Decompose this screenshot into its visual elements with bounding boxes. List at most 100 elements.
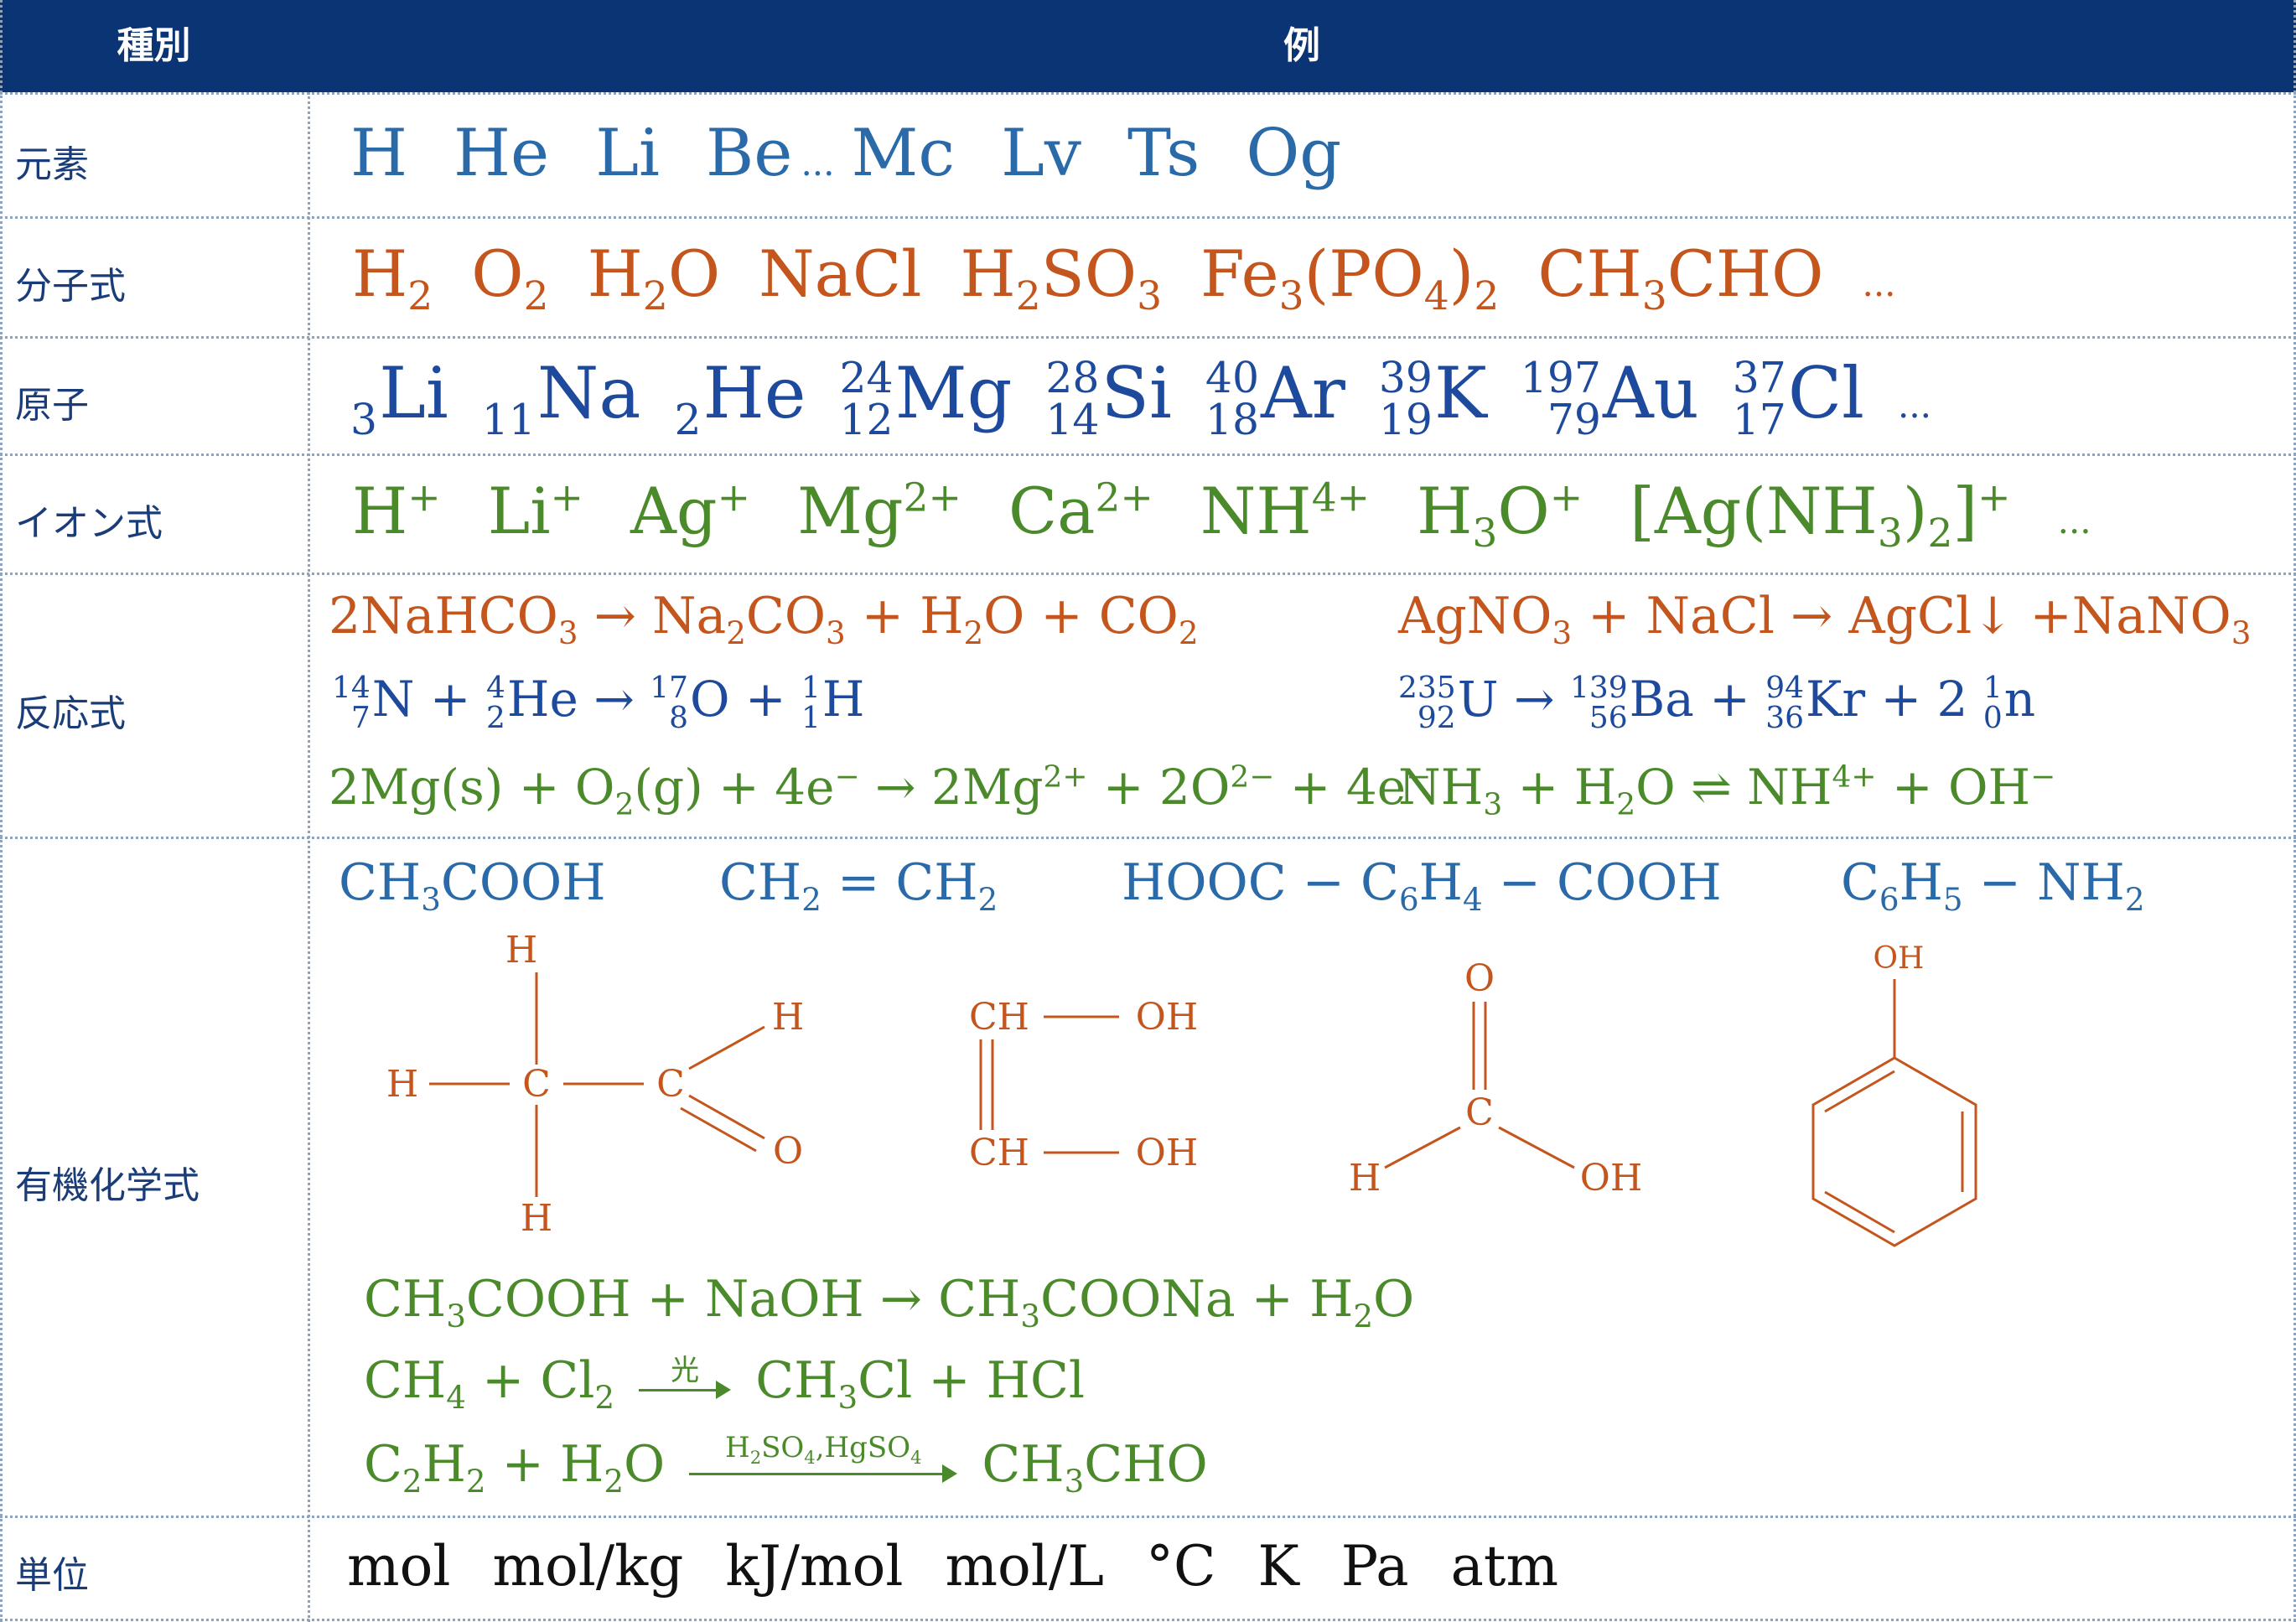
atom-label: CH — [969, 1132, 1029, 1174]
divider — [0, 573, 2296, 575]
ion-item: Mg2+ — [797, 474, 961, 548]
divider — [0, 92, 2296, 95]
label-atom: 原子 — [15, 384, 89, 427]
element-item: H — [350, 116, 408, 191]
ion-item: H3O+ — [1417, 474, 1583, 557]
atom-label: OH — [1874, 941, 1925, 976]
element-item: Mc — [851, 116, 956, 191]
reaction-equation: NH3 + H2O ⇌ NH4+ + OH− — [1398, 759, 2056, 822]
molecular-item: H2SO3 — [960, 236, 1163, 320]
label-element: 元素 — [15, 143, 89, 186]
rational-formula: CH2 = CH2 — [719, 853, 998, 918]
rational-formula: CH3COOH — [339, 853, 606, 918]
divider — [0, 1619, 2296, 1621]
atom-label: O — [1464, 957, 1495, 1000]
atom-label: OH — [1580, 1157, 1642, 1200]
acetaldehyde-structure: H H C C H O H — [386, 929, 804, 1240]
reaction-equation: 2NaHCO3 → Na2CO3 + H2O + CO2 — [329, 587, 1199, 651]
organic-equation: CH4 + Cl2 光 CH3Cl + HCl — [364, 1351, 1085, 1413]
bond — [1824, 1190, 1895, 1234]
formic-acid-structure: O C H OH — [1349, 957, 1642, 1200]
ion-item: ... — [2057, 500, 2091, 542]
ellipsis: ... — [801, 143, 835, 184]
element-item: Be — [705, 116, 793, 191]
molecular-item: Fe3(PO4)2 — [1200, 236, 1500, 320]
ellipsis: ... — [1897, 385, 1932, 426]
ion-item: H+ — [352, 474, 441, 548]
element-item: Ts — [1127, 116, 1200, 191]
molecular-item: H2 — [352, 236, 433, 320]
organic-equation: C2H2 + H2O H2SO4,HgSO4 CH3CHO — [364, 1431, 1208, 1500]
labeled-arrow: 光 — [639, 1354, 732, 1409]
border-column — [308, 92, 310, 1622]
atom-label: H — [521, 1197, 552, 1240]
arrow-label: 光 — [671, 1354, 700, 1388]
rational-formula: HOOC − C6H4 − COOH — [1122, 853, 1722, 918]
border-left — [0, 0, 3, 1622]
atom-label: H — [505, 929, 537, 972]
atom-label: H — [1349, 1157, 1381, 1200]
atom-label: C — [522, 1063, 551, 1106]
divider — [0, 453, 2296, 456]
element-item: Lv — [1001, 116, 1081, 191]
bond — [1824, 1070, 1895, 1113]
bond — [688, 1094, 765, 1140]
unit-item: K — [1257, 1534, 1299, 1599]
bond — [680, 1106, 757, 1153]
atom-label: C — [1465, 1091, 1494, 1134]
table-header: 種別 例 — [0, 0, 2296, 92]
atom-label: OH — [1136, 1132, 1198, 1174]
divider — [0, 837, 2296, 839]
atom-label: H — [772, 996, 804, 1039]
unit-item: mol/L — [945, 1534, 1104, 1599]
ion-row: H+ Li+ Ag+ Mg2+ Ca2+ NH4+ H3O+ [Ag(NH3)2]+... — [352, 474, 2091, 557]
ion-item: [Ag(NH3)2]+ — [1630, 474, 2011, 557]
arrow-label: H2SO4,HgSO4 — [725, 1431, 922, 1469]
unit-item: Pa — [1340, 1534, 1409, 1599]
labeled-arrow: H2SO4,HgSO4 — [689, 1431, 958, 1493]
bond — [688, 1025, 765, 1070]
unit-item: atm — [1450, 1534, 1559, 1599]
unit-item: kJ/mol — [725, 1534, 904, 1599]
bond — [1384, 1126, 1461, 1169]
organic-equation: CH3COOH + NaOH → CH3COONa + H2O — [364, 1270, 1415, 1334]
molecular-item: CH3CHO — [1537, 236, 1824, 320]
atom-label: O — [773, 1130, 803, 1173]
ion-item: Ca2+ — [1008, 474, 1153, 548]
divider — [0, 216, 2296, 219]
label-ion: イオン式 — [15, 502, 163, 545]
phenol-structure: OH — [1811, 941, 1977, 1247]
header-type: 種別 — [117, 24, 191, 67]
label-organic: 有機化学式 — [15, 1164, 200, 1207]
divider — [0, 1516, 2296, 1518]
benzene-ring — [1811, 1056, 1977, 1247]
label-unit: 単位 — [15, 1554, 89, 1597]
molecular-item: H2O — [587, 236, 721, 320]
ion-item: NH4+ — [1200, 474, 1371, 548]
ion-item: Ag+ — [630, 474, 751, 548]
unit-item: mol/kg — [492, 1534, 684, 1599]
divider — [0, 336, 2296, 339]
border-right — [2293, 0, 2296, 1622]
atom-label: H — [386, 1063, 418, 1106]
unit-item: mol — [347, 1534, 451, 1599]
atom-label: OH — [1136, 996, 1198, 1039]
element-item: Li — [595, 116, 660, 191]
molecular-item: O2 — [471, 236, 549, 320]
ion-item: Li+ — [487, 474, 584, 548]
